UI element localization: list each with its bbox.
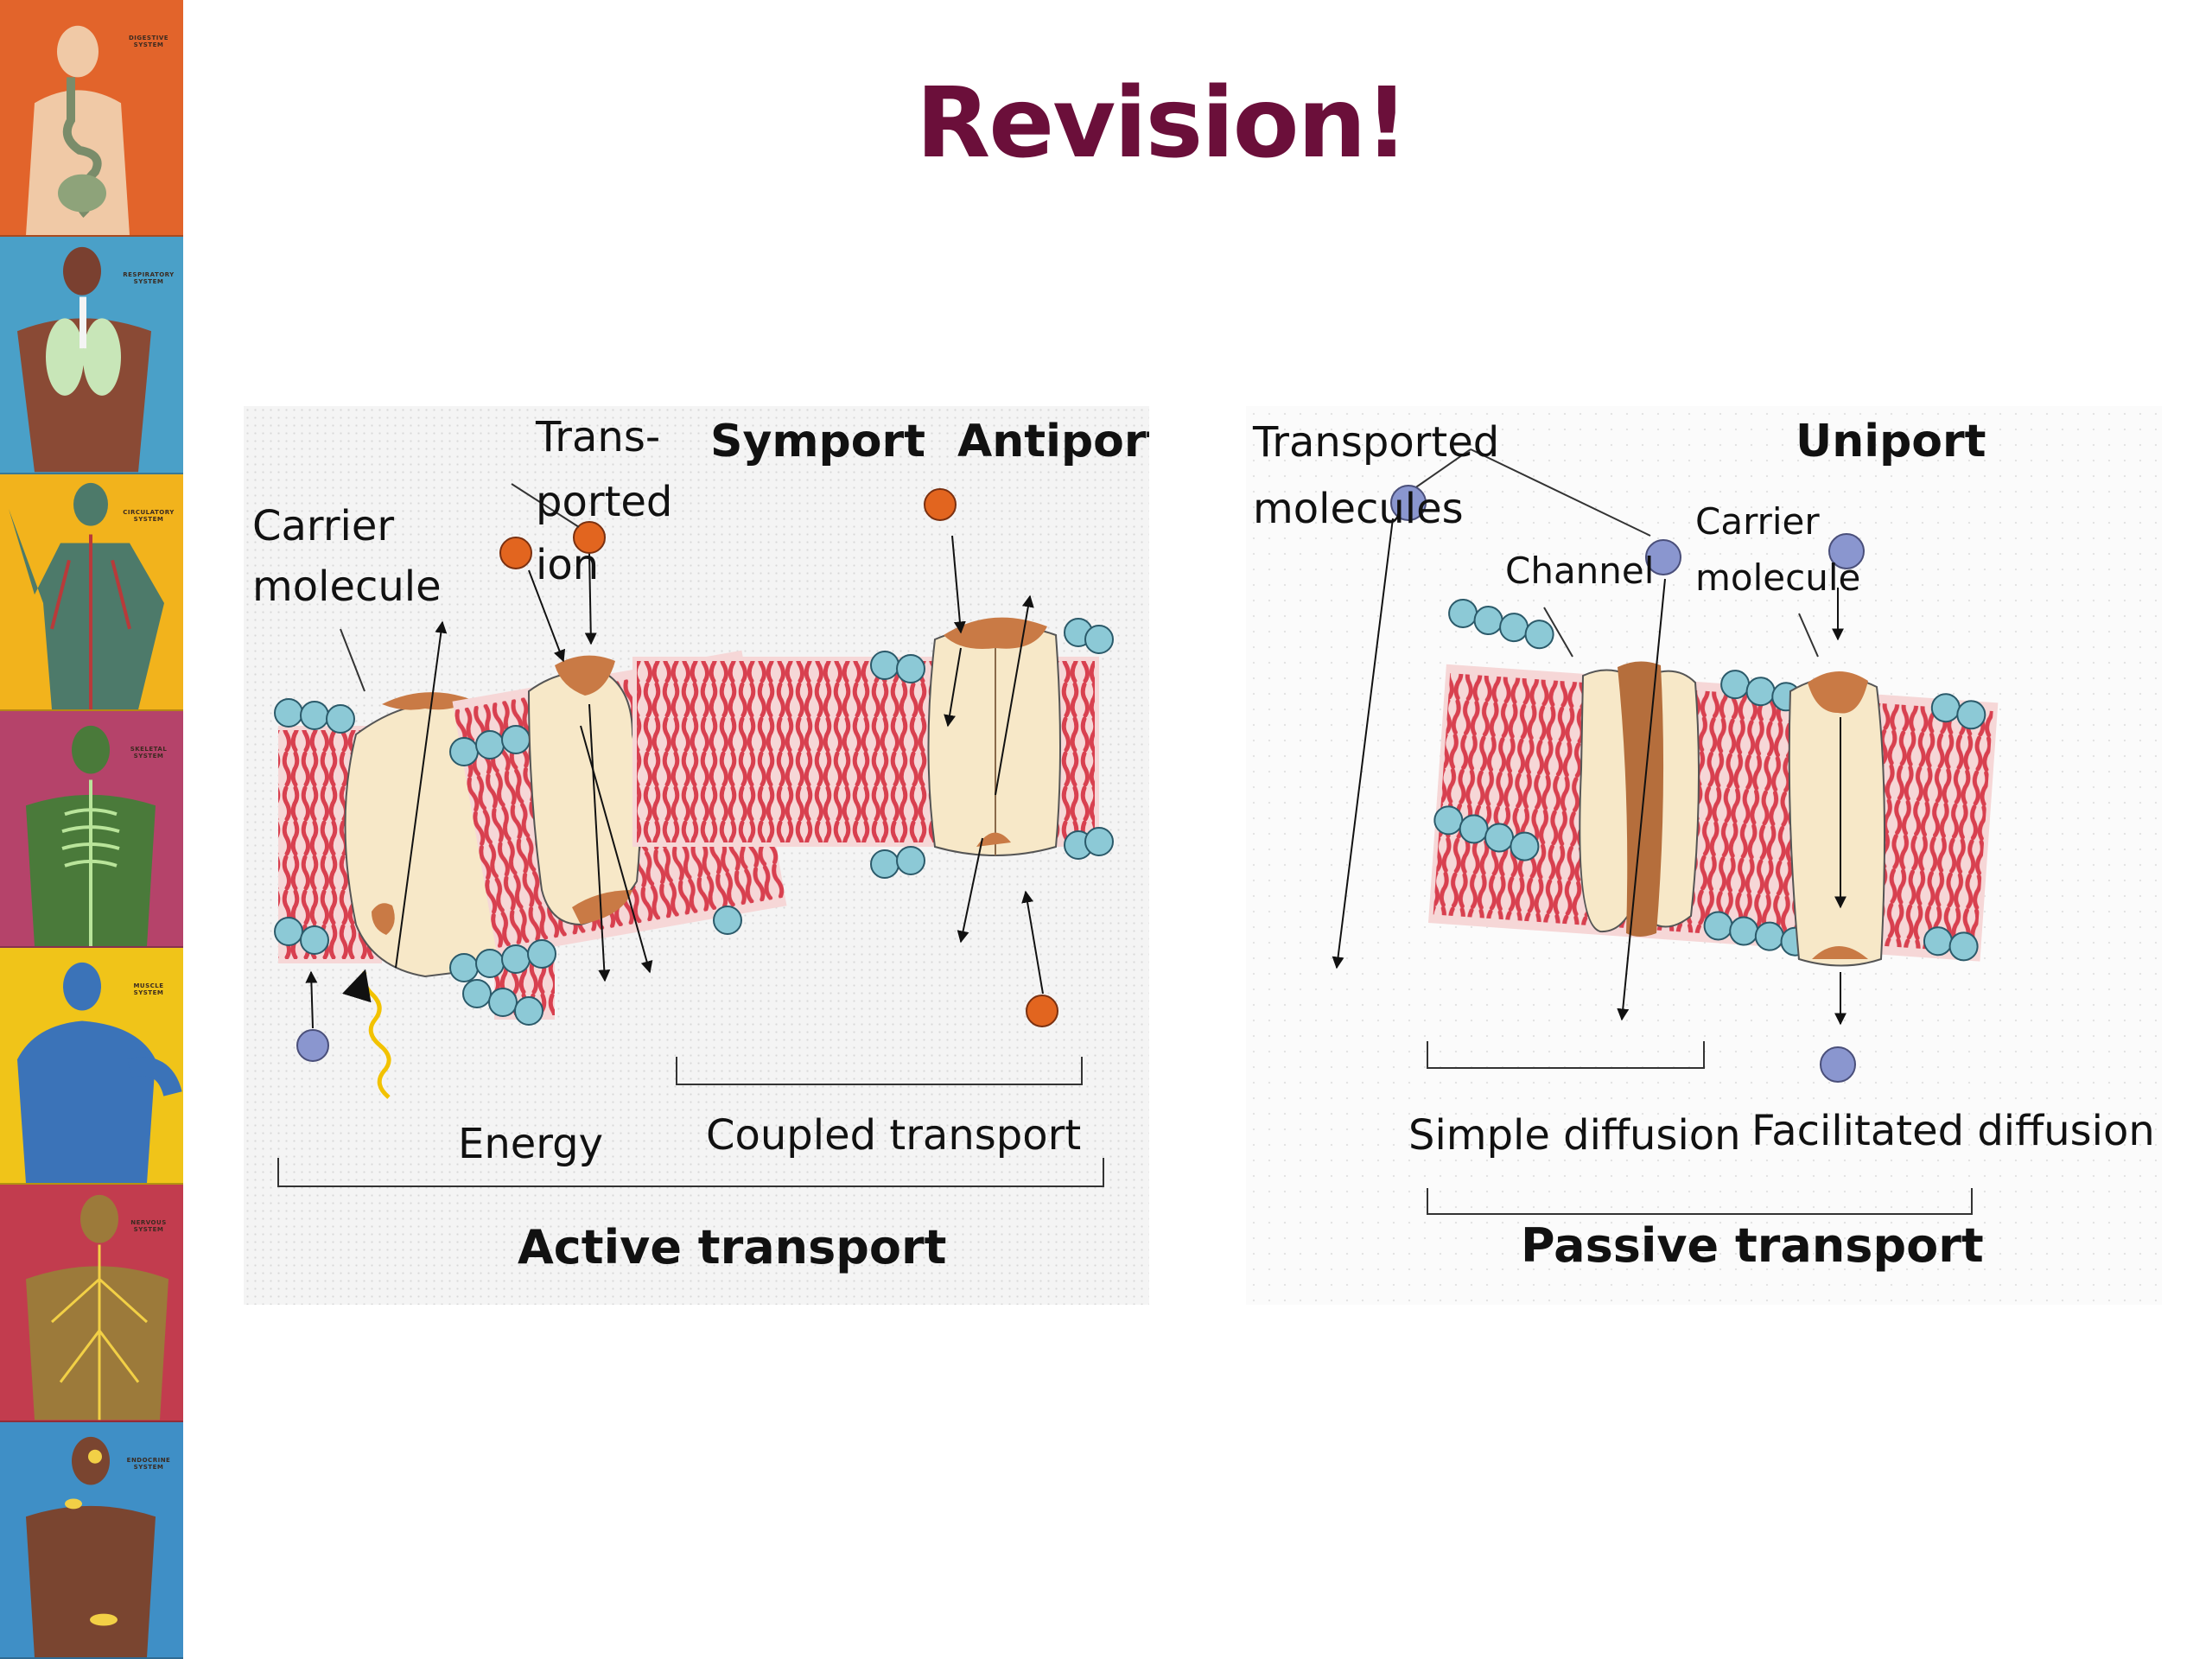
label-facilitated-diffusion: Facilitated diffusion <box>1751 1107 2155 1155</box>
label-transported-ion: ported <box>536 478 672 526</box>
sidebar-caption: SKELETAL SYSTEM <box>130 745 168 760</box>
antiport-protein <box>927 617 1061 856</box>
sidebar-caption: NERVOUS SYSTEM <box>130 1219 167 1234</box>
bracket-active <box>277 1158 1104 1187</box>
label-channel: Channel <box>1505 550 1654 592</box>
sidebar-panel-digestive: DIGESTIVE SYSTEM <box>0 0 183 238</box>
label-transported-molecules: Transported <box>1252 418 1499 467</box>
label-transported-molecules: molecules <box>1253 485 1464 533</box>
label-energy: Energy <box>458 1120 603 1168</box>
uniport-carrier-protein <box>1788 671 1885 967</box>
label-uniport: Uniport <box>1796 416 1986 467</box>
active-transport-figure: Carrier molecule Trans- ported ion Sympo… <box>252 413 1149 1274</box>
circulatory-system-figure-icon <box>9 482 164 709</box>
sidebar-panel-nervous: NERVOUS SYSTEM <box>0 1185 183 1422</box>
sidebar-panel-muscle: MUSCLE SYSTEM <box>0 948 183 1185</box>
label-transported-ion: Trans- <box>535 413 660 461</box>
transported-molecule-blue <box>1390 485 1427 521</box>
label-antiport: Antiport <box>957 416 1149 467</box>
label-coupled-transport: Coupled transport <box>706 1111 1081 1160</box>
transported-molecule-blue <box>1645 539 1681 575</box>
channel-protein <box>1579 661 1700 937</box>
sidebar-caption: DIGESTIVE SYSTEM <box>128 35 169 48</box>
sidebar-caption: MUSCLE SYSTEM <box>133 982 164 997</box>
sidebar-caption: RESPIRATORY SYSTEM <box>123 271 175 286</box>
bracket-coupled <box>676 1057 1083 1085</box>
label-carrier-molecule: molecule <box>1695 556 1860 599</box>
sidebar-panel-respiratory: RESPIRATORY SYSTEM <box>0 237 183 474</box>
nervous-system-figure-icon <box>26 1195 168 1421</box>
label-carrier-molecule: molecule <box>252 563 442 611</box>
label-transported-ion: ion <box>536 541 599 589</box>
active-transport-diagram: Carrier molecule Trans- ported ion Sympo… <box>244 406 1149 1305</box>
label-symport: Symport <box>710 416 925 467</box>
sidebar-panel-circulatory: CIRCULATORY SYSTEM <box>0 474 183 711</box>
sidebar-panel-endocrine: ENDOCRINE SYSTEM <box>0 1421 183 1659</box>
transported-ion-orange <box>499 537 532 569</box>
bracket-passive <box>1427 1188 1973 1215</box>
label-active-transport: Active transport <box>518 1220 946 1274</box>
passive-transport-figure: Transported molecules Uniport Channel Ca… <box>1252 416 2155 1273</box>
passive-transport-diagram: Transported molecules Uniport Channel Ca… <box>1246 406 2162 1305</box>
transported-molecule-blue <box>1828 533 1865 569</box>
respiratory-system-figure-icon <box>17 247 151 473</box>
transported-molecule-blue <box>296 1029 329 1062</box>
label-passive-transport: Passive transport <box>1521 1218 1984 1273</box>
label-carrier-molecule: Carrier <box>252 502 394 550</box>
energy-squiggle-icon <box>342 969 391 1099</box>
transported-ion-orange <box>924 488 957 521</box>
muscle-system-figure-icon <box>17 963 182 1184</box>
label-carrier-molecule: Carrier <box>1695 500 1820 543</box>
membrane-passive <box>1427 598 1999 962</box>
endocrine-system-figure-icon <box>26 1436 156 1657</box>
transported-ion-orange <box>1026 995 1058 1027</box>
digestive-system-figure-icon <box>26 25 130 236</box>
bracket-simple <box>1427 1041 1705 1069</box>
transported-ion-orange <box>573 521 606 554</box>
symport-protein <box>527 655 641 926</box>
transported-molecule-blue <box>1820 1046 1856 1083</box>
sidebar-panel-skeletal: SKELETAL SYSTEM <box>0 710 183 949</box>
slide-title: Revision! <box>916 67 1408 180</box>
label-simple-diffusion: Simple diffusion <box>1408 1111 1741 1160</box>
sidebar-caption: CIRCULATORY SYSTEM <box>123 508 175 523</box>
body-systems-strip: DIGESTIVE SYSTEM RESPIRATORY SYSTEM CIRC… <box>0 0 183 1659</box>
skeletal-system-figure-icon <box>26 725 156 947</box>
sidebar-caption: ENDOCRINE SYSTEM <box>126 1456 171 1471</box>
